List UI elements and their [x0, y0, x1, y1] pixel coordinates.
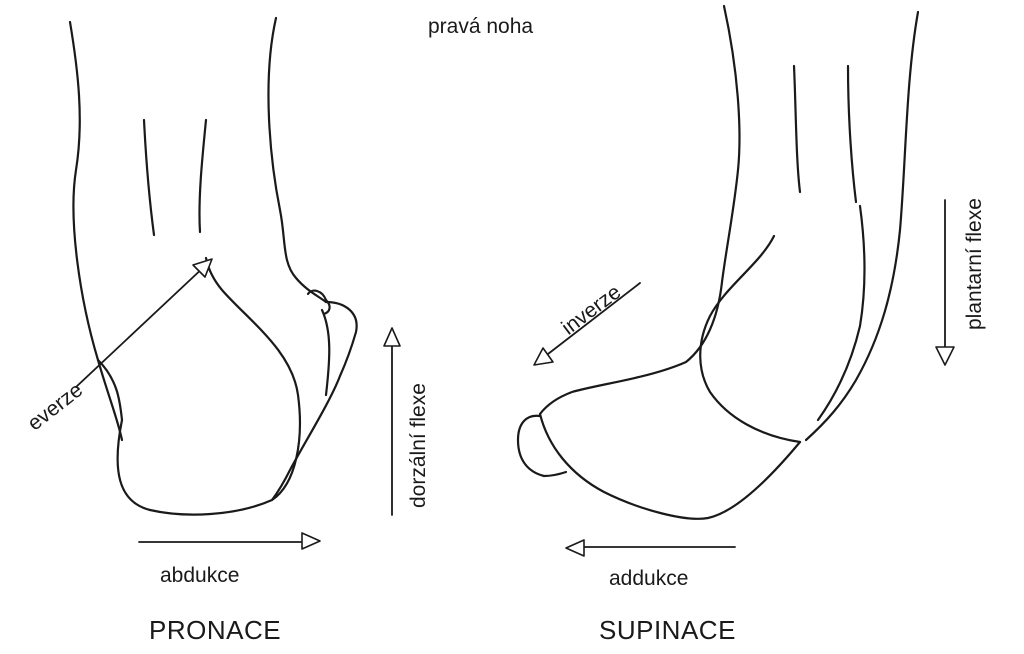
inverze-arrow — [533, 282, 641, 366]
left-ankle-bump — [306, 289, 331, 316]
dorzalni-flexe-label: dorzální flexe — [407, 383, 430, 508]
left-inner-contour — [320, 308, 331, 397]
addukce-arrow — [565, 539, 736, 557]
right-leg-outline-right — [804, 10, 920, 442]
left-forefoot-outline — [270, 300, 358, 502]
left-foot-drawing — [68, 16, 358, 516]
abdukce-arrow — [138, 532, 321, 550]
diagram-title: pravá noha — [428, 15, 534, 38]
dorzalni-flexe-arrow — [383, 327, 401, 516]
right-calf-inner — [816, 204, 866, 422]
left-tendon-line-1 — [142, 118, 156, 237]
right-sole-outline — [538, 412, 802, 520]
left-leg-outline-right — [267, 16, 328, 304]
right-toe — [516, 414, 568, 478]
right-foot-drawing — [516, 4, 920, 520]
right-heel-contour — [699, 234, 802, 444]
pronace-caption: PRONACE — [149, 615, 282, 645]
right-tendon-line-1 — [792, 64, 802, 194]
left-tendon-line-2 — [198, 118, 208, 234]
left-heel-outline — [116, 256, 301, 516]
left-leg-outline-left — [68, 20, 124, 442]
right-tendon-line-2 — [846, 64, 858, 204]
right-leg-outline-left — [538, 4, 741, 416]
supinace-caption: SUPINACE — [599, 615, 736, 645]
abdukce-label: abdukce — [160, 564, 240, 587]
plantarni-flexe-label: plantarní flexe — [963, 198, 986, 330]
everze-arrow — [75, 258, 213, 388]
addukce-label: addukce — [609, 567, 689, 590]
plantarni-flexe-arrow — [935, 199, 955, 366]
left-shin-lower — [96, 358, 124, 422]
